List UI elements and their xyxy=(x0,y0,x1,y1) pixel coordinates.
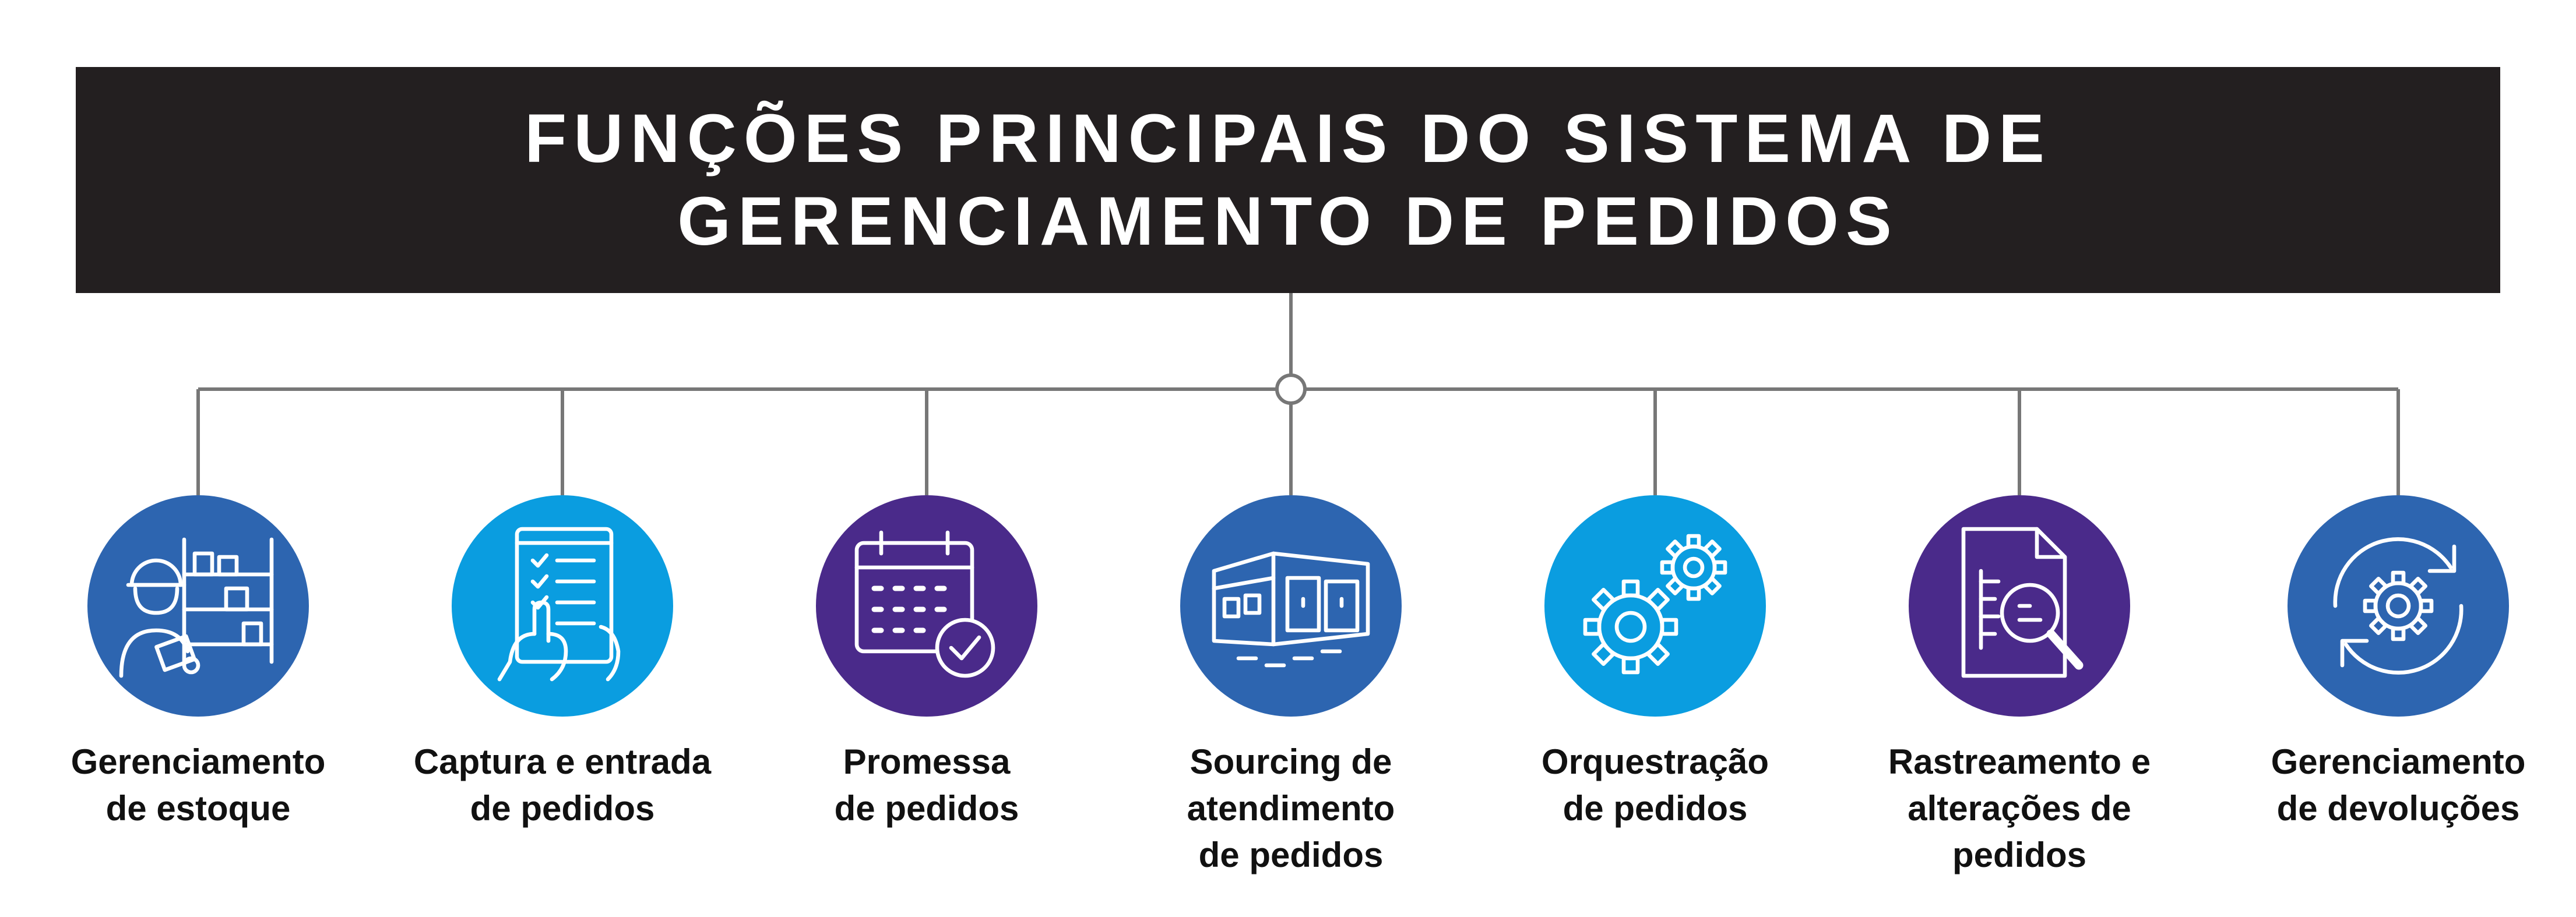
tablet-checklist-icon xyxy=(497,527,621,682)
junction-node xyxy=(1275,373,1307,405)
function-label-order-tracking: Rastreamento e alterações de pedidos xyxy=(1888,742,2151,874)
return-cycle-gear-icon xyxy=(2333,537,2464,675)
function-circle xyxy=(452,495,673,717)
function-node-fulfillment-sourcing xyxy=(1180,495,1402,717)
function-circle xyxy=(87,495,309,717)
function-circle xyxy=(816,495,1037,717)
diagram-title: FUNÇÕES PRINCIPAIS DO SISTEMA DE GERENCI… xyxy=(525,100,2051,260)
function-circle xyxy=(1909,495,2130,717)
function-label-order-orchestration: Orquestração de pedidos xyxy=(1541,742,1769,828)
function-node-returns-management xyxy=(2288,495,2509,717)
function-label-order-promising: Promessa de pedidos xyxy=(834,742,1019,828)
function-node-order-promising xyxy=(816,495,1037,717)
function-node-order-capture xyxy=(452,495,673,717)
function-circle xyxy=(2288,495,2509,717)
title-banner: FUNÇÕES PRINCIPAIS DO SISTEMA DE GERENCI… xyxy=(76,67,2500,293)
function-circle xyxy=(1544,495,1766,717)
document-search-icon xyxy=(1961,527,2084,678)
function-label-order-capture: Captura e entrada de pedidos xyxy=(413,742,712,828)
calendar-check-icon xyxy=(854,530,995,678)
function-node-order-tracking xyxy=(1909,495,2130,717)
function-label-fulfillment-sourcing: Sourcing de atendimento de pedidos xyxy=(1187,742,1395,874)
function-label-inventory: Gerenciamento de estoque xyxy=(71,742,326,828)
function-node-order-orchestration xyxy=(1544,495,1766,717)
function-circle xyxy=(1180,495,1402,717)
gears-icon xyxy=(1583,534,1727,675)
warehouse-worker-icon xyxy=(119,537,274,678)
function-node-inventory xyxy=(87,495,309,717)
function-label-returns-management: Gerenciamento de devoluções xyxy=(2271,742,2526,828)
fulfillment-building-icon xyxy=(1212,551,1370,668)
